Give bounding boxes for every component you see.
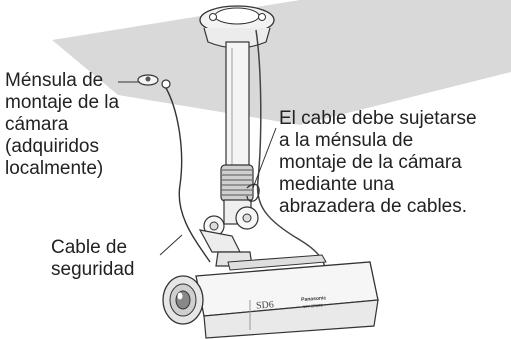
- callout-line: montaje de la: [5, 92, 120, 113]
- ceiling-flange: [199, 5, 275, 49]
- pan-tilt-joint: [198, 199, 259, 267]
- camera-badge: SD6: [255, 299, 275, 312]
- callout-line: mediante una: [279, 174, 395, 195]
- callout-line: Cable de: [51, 237, 128, 258]
- callout-line: montaje de la cámara: [279, 152, 462, 173]
- callout-line: El cable debe sujetarse: [279, 108, 477, 129]
- callout-safety-cable: Cable de seguridad: [51, 237, 134, 281]
- leader-cable-note: [252, 127, 277, 189]
- callout-line: (adquiridos: [5, 136, 99, 157]
- camera-lens: [162, 275, 204, 325]
- camera-bracket: [137, 74, 171, 89]
- camera-body: [195, 254, 379, 339]
- safety-wire: [165, 87, 211, 263]
- callout-camera-bracket: Ménsula de montaje de la cámara (adquiri…: [5, 70, 119, 180]
- leader-safety-cable: [159, 234, 183, 256]
- callout-line: cámara: [5, 114, 69, 135]
- cable-tie: [246, 183, 260, 202]
- callout-line: seguridad: [51, 259, 135, 280]
- callout-line: abrazadera de cables.: [279, 196, 468, 217]
- callout-line: Ménsula de: [5, 70, 104, 91]
- threaded-coupling: [220, 164, 254, 202]
- callout-line: a la ménsula de: [279, 130, 414, 151]
- callout-line: localmente): [5, 158, 104, 179]
- ceiling-panel: [52, 0, 511, 125]
- mount-pole: [225, 41, 250, 171]
- callout-cable-instruction: El cable debe sujetarse a la ménsula de …: [279, 108, 477, 218]
